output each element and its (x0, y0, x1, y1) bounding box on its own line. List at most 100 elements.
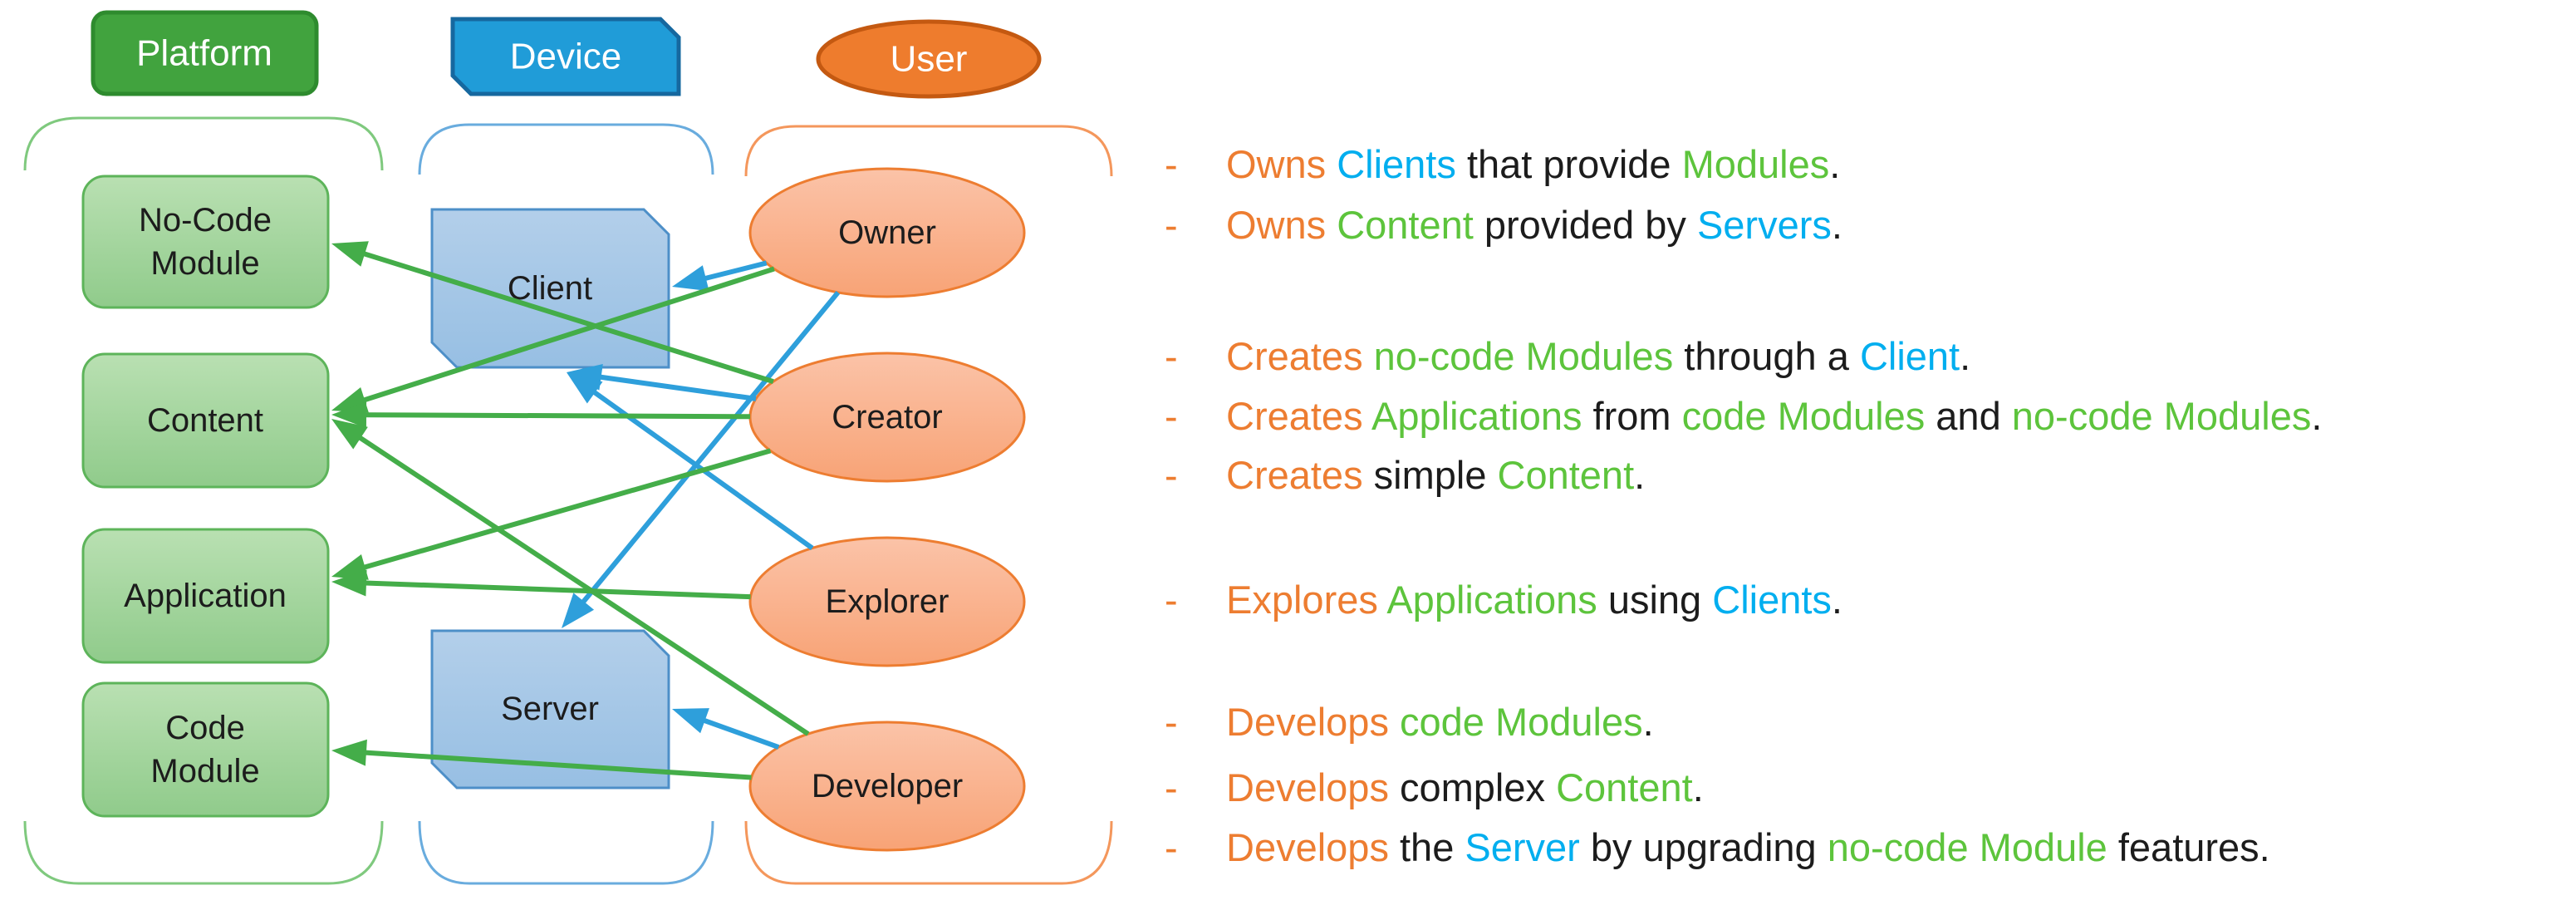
note-segment: Client (1859, 334, 1960, 378)
note-segment: simple (1373, 453, 1498, 497)
note-dash: - (1165, 765, 1178, 809)
arrowhead-explorer-application (331, 569, 367, 597)
platform-header-shape (91, 10, 319, 96)
note-segment: Owns (1226, 203, 1337, 247)
node-code-module-label-line1: Code (165, 710, 245, 746)
node-nocode-module-label-line1: No-Code (139, 202, 272, 239)
node-owner-label: Owner (838, 214, 936, 251)
arrowhead-creator-nocode_module (331, 241, 369, 267)
edge-developer-code_module (347, 749, 752, 780)
node-server-label: Server (501, 691, 599, 727)
arrow-edges (331, 241, 841, 780)
note-segment: Applications (1371, 394, 1593, 438)
note-line-creates-applications: -Creates Applications from code Modules … (1165, 395, 2322, 438)
edge-creator-application (346, 448, 772, 575)
note-segment: code Modules (1681, 394, 1936, 438)
note-segment: Server (1465, 825, 1591, 869)
node-nocode-module (81, 175, 330, 309)
edge-explorer-application (347, 579, 751, 600)
note-segment: Content (1337, 203, 1484, 247)
device-nodes: Client Server (430, 208, 670, 790)
device-bracket-top (418, 123, 714, 175)
edge-creator-client (582, 371, 757, 401)
user-bracket-top (744, 125, 1113, 177)
relationship-diagram: Platform Device User No-Code Module Cont… (23, 10, 1113, 885)
device-header-shape (450, 17, 681, 96)
note-segment: and (1936, 394, 2012, 438)
note-dash: - (1165, 578, 1178, 622)
note-segment: complex (1400, 765, 1557, 809)
user-header-label: User (891, 39, 968, 80)
node-code-module-label-line2: Module (150, 753, 259, 790)
note-dash: - (1165, 203, 1178, 247)
node-content-label: Content (147, 402, 263, 439)
note-segment: code Modules (1400, 700, 1643, 744)
note-segment: Develops (1226, 765, 1400, 809)
arrowhead-owner-client (672, 265, 709, 292)
column-headers: Platform Device User (91, 10, 1042, 99)
note-segment: by upgrading (1590, 825, 1828, 869)
note-segment: . (1831, 578, 1842, 622)
platform-bracket-top (23, 116, 384, 171)
note-segment: . (1960, 334, 1971, 378)
platform-nodes: No-Code Module Content Application Code … (81, 175, 330, 818)
note-line-creates-content: -Creates simple Content. (1165, 454, 1645, 497)
note-dash: - (1165, 334, 1178, 378)
note-segment: Content (1497, 453, 1635, 497)
user-header-shape (816, 19, 1042, 99)
node-explorer (748, 536, 1026, 667)
device-bracket-bottom (418, 820, 714, 885)
edge-owner-content (346, 266, 775, 408)
note-segment: Owns (1226, 142, 1337, 186)
note-line-owns-content: - Owns Content provided by Servers. (1165, 204, 1842, 247)
edge-creator-nocode_module (346, 246, 774, 385)
note-segment: Develops (1226, 700, 1400, 744)
node-application-label: Application (124, 578, 287, 614)
note-line-develops-modules: - Develops code Modules. (1165, 701, 1654, 744)
node-content (81, 352, 330, 489)
note-segment: . (1692, 765, 1704, 809)
node-server (430, 629, 670, 790)
note-segment: Applications (1386, 578, 1608, 622)
note-segment: Creates (1226, 334, 1374, 378)
note-segment: provided by (1484, 203, 1697, 247)
user-bracket-bottom (744, 820, 1113, 885)
note-line-owns-clients: -Owns Clients that provide Modules. (1165, 143, 1840, 186)
note-segment: the (1400, 825, 1465, 869)
arrowhead-developer-server (672, 708, 709, 734)
note-dash: - (1165, 394, 1178, 438)
note-segment: Content (1556, 765, 1693, 809)
note-segment: from (1592, 394, 1682, 438)
edge-owner-server (570, 290, 841, 617)
note-dash: - (1165, 700, 1178, 744)
node-creator-label: Creator (832, 399, 942, 435)
note-segment: Clients (1712, 578, 1832, 622)
node-developer-label: Developer (812, 768, 963, 804)
note-segment: through a (1684, 334, 1860, 378)
arrowhead-explorer-client (567, 372, 603, 404)
node-code-module (81, 681, 330, 818)
note-line-creates-nocode: - Creates no-code Modules through a Clien… (1165, 335, 1970, 378)
note-line-explores: -Explores Applications using Clients. (1165, 578, 1842, 622)
node-owner (748, 167, 1026, 298)
note-segment: . (1831, 203, 1842, 247)
device-header-label: Device (510, 37, 622, 77)
arrowhead-owner-server (562, 593, 595, 628)
arrowhead-creator-content (331, 401, 367, 429)
note-segment: Servers (1696, 203, 1832, 247)
arrowhead-developer-code_module (331, 739, 367, 766)
note-segment: Modules (1681, 142, 1830, 186)
note-dash: - (1165, 453, 1178, 497)
platform-header-label: Platform (136, 33, 272, 74)
note-segment: no-code Modules (1373, 334, 1685, 378)
node-explorer-label: Explorer (826, 583, 949, 620)
edge-developer-content (344, 426, 810, 736)
note-segment: . (2311, 394, 2323, 438)
note-segment: that provide (1466, 142, 1682, 186)
note-segment: . (1634, 453, 1646, 497)
note-segment: . (1642, 700, 1654, 744)
note-dash: - (1165, 825, 1178, 869)
note-line-develops-server: -Develops the Server by upgrading no-cod… (1165, 826, 2270, 869)
